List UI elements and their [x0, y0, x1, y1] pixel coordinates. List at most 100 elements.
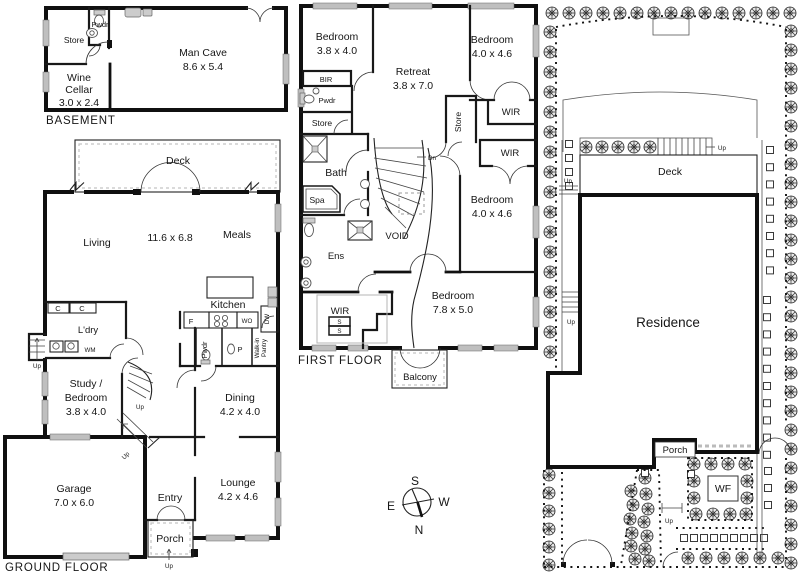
- label-dishwasher: DW: [264, 314, 271, 324]
- paver-icon: [766, 197, 774, 206]
- paver-icon: [763, 313, 771, 322]
- basement-walls: [44, 6, 288, 112]
- label-wm: WM: [85, 347, 96, 354]
- basin-icon: [86, 28, 98, 38]
- tree-icon: [784, 176, 798, 190]
- paver-icon: [763, 364, 771, 373]
- tree-icon: [640, 529, 654, 543]
- compass-south: S: [411, 474, 419, 488]
- paver-icon: [766, 146, 774, 154]
- paver-icon: [690, 534, 698, 542]
- room-label-wir1: WIR: [502, 107, 521, 118]
- room-label-store: Store: [312, 118, 333, 128]
- room-label-store-mid: Store: [453, 112, 463, 133]
- site-fences: [543, 14, 788, 568]
- room-label-balcony: Balcony: [403, 372, 437, 383]
- tree-icon: [545, 6, 559, 20]
- stair-label-up: Up: [136, 404, 144, 411]
- wir-shelving: [316, 294, 388, 344]
- tree-icon: [543, 185, 557, 199]
- tree-icon: [543, 145, 557, 159]
- tree-icon: [681, 551, 695, 565]
- basin-icon: [300, 256, 312, 268]
- ground-kitchen-fixtures: [49, 276, 279, 365]
- shelf-box: [328, 325, 351, 336]
- shower-icon: [347, 220, 373, 241]
- tree-icon: [623, 512, 637, 526]
- tree-icon: [699, 551, 713, 565]
- paver-icon: [763, 450, 771, 459]
- tree-icon: [739, 507, 753, 521]
- tree-icon: [784, 423, 798, 437]
- tree-icon: [687, 457, 701, 471]
- tree-icon: [543, 65, 557, 79]
- tree-icon: [624, 484, 638, 498]
- porch-label-box: [654, 441, 696, 458]
- basin-icon: [312, 87, 320, 95]
- paver-icon: [710, 534, 718, 542]
- basement-plan: Store Pwdr Man Cave 8.6 x 5.4 Wine Cella…: [42, 6, 290, 127]
- garden-structure: [652, 17, 690, 36]
- wall-break-icon: [69, 180, 260, 192]
- site-label-residence: Residence: [636, 315, 700, 330]
- cupboard-label: C: [55, 304, 61, 313]
- room-label-deck: Deck: [166, 155, 191, 167]
- first-stairs: [373, 137, 433, 349]
- tree-icon: [543, 305, 557, 319]
- basin-icon: [300, 277, 312, 289]
- site-label-porch: Porch: [663, 445, 688, 456]
- tree-icon: [543, 325, 557, 339]
- stair-label-up: Up: [121, 450, 132, 461]
- basement-fixtures: [86, 7, 153, 38]
- paver-icon: [766, 163, 774, 172]
- paver-icon: [680, 534, 688, 542]
- tree-icon: [543, 165, 557, 179]
- paver-icon: [764, 484, 772, 492]
- tree-icon: [766, 6, 780, 20]
- tree-icon: [562, 6, 576, 20]
- shelf-label: S: [337, 319, 341, 326]
- site-gates: [561, 437, 792, 568]
- paver-icon: [763, 330, 771, 339]
- tree-icon: [626, 498, 640, 512]
- paver-icon: [766, 180, 774, 189]
- tree-icon: [611, 140, 625, 154]
- first-balcony: [391, 347, 448, 389]
- kitchen-sink-icon: [267, 286, 278, 298]
- shower-icon: [302, 135, 328, 163]
- room-dim-bedroom4: 7.8 x 5.0: [433, 304, 473, 316]
- shelf-label: S: [337, 328, 341, 335]
- paver-icon: [730, 534, 738, 542]
- tree-icon: [627, 140, 641, 154]
- tree-icon: [749, 6, 763, 20]
- room-dim-dining: 4.2 x 4.0: [220, 406, 260, 418]
- tree-icon: [771, 551, 785, 565]
- room-label-store: Store: [64, 35, 85, 45]
- washing-machine-icon: [49, 340, 64, 353]
- stair-label-up: Up: [718, 145, 726, 152]
- room-label-study-2: Bedroom: [65, 392, 108, 404]
- room-dim-retreat: 3.8 x 7.0: [393, 80, 433, 92]
- tree-icon: [543, 245, 557, 259]
- room-label-entry: Entry: [158, 492, 183, 504]
- tree-icon: [704, 457, 718, 471]
- compass-rose: S W E N: [387, 474, 450, 537]
- stair-label-down: Dn: [428, 155, 436, 162]
- cupboard-label: C: [79, 304, 85, 313]
- tree-icon: [639, 487, 653, 501]
- tree-icon: [738, 457, 752, 471]
- tree-icon: [543, 125, 557, 139]
- paver-icon: [766, 249, 774, 258]
- paver-icon: [720, 534, 728, 542]
- tree-icon: [735, 551, 749, 565]
- paver-icon: [766, 232, 774, 240]
- basin-icon: [360, 179, 370, 189]
- ground-porch: [147, 519, 194, 560]
- room-label-pwdr: Pwdr: [91, 20, 109, 29]
- tree-icon: [543, 285, 557, 299]
- tree-icon: [641, 502, 655, 516]
- paver-icon: [763, 347, 771, 356]
- room-label-living: Living: [83, 237, 111, 249]
- basin-icon: [227, 343, 235, 355]
- tree-icon: [642, 554, 656, 568]
